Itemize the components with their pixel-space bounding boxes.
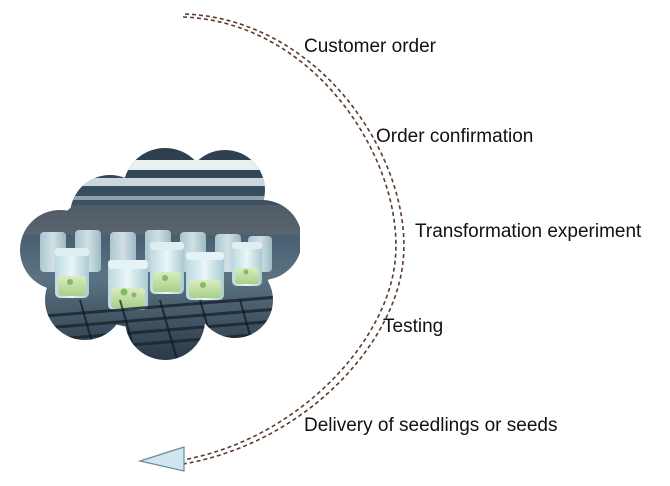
step-testing: Testing <box>383 316 444 337</box>
arrowhead-left-icon <box>137 446 185 472</box>
process-flow-arc <box>169 13 405 467</box>
step-order-confirmation: Order confirmation <box>376 126 534 147</box>
step-delivery: Delivery of seedlings or seeds <box>304 415 558 436</box>
step-customer-order: Customer order <box>304 36 436 57</box>
step-transformation-experiment: Transformation experiment <box>415 221 642 242</box>
plant-tissue-culture-jars-photo <box>20 148 300 360</box>
